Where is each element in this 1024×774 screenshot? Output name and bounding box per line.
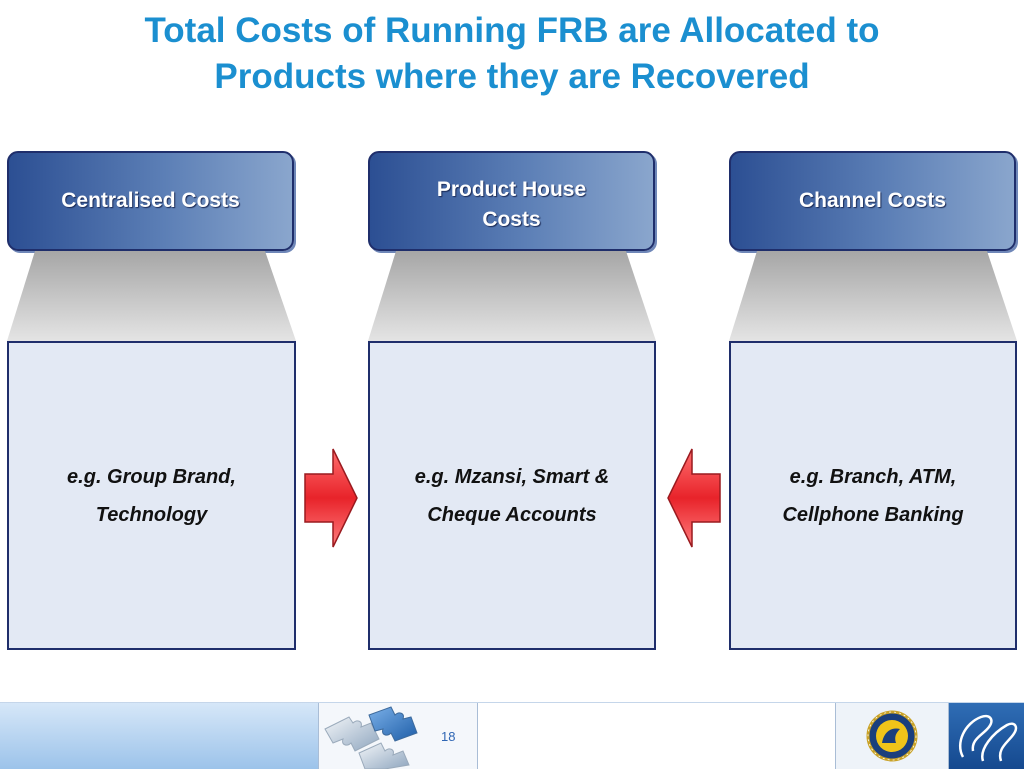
- product-house-costs-examples: e.g. Mzansi, Smart & Cheque Accounts: [407, 458, 618, 534]
- slide-title-line-1: Total Costs of Running FRB are Allocated…: [144, 11, 880, 50]
- puzzle-pieces-icon: [324, 706, 418, 770]
- product-house-costs-label-line-2: Costs: [482, 208, 541, 231]
- channel-costs-examples: e.g. Branch, ATM, Cellphone Banking: [774, 458, 971, 534]
- footer-logo-panel: [835, 703, 949, 769]
- centralised-costs-funnel: [7, 251, 296, 341]
- centralised-costs-examples: e.g. Group Brand, Technology: [59, 458, 244, 534]
- channel-costs-examples-line-2: Cellphone Banking: [782, 503, 964, 526]
- footer-puzzle-panel: [318, 703, 478, 770]
- centralised-costs-examples-line-2: Technology: [95, 503, 208, 526]
- slide-footer: [0, 702, 1024, 770]
- channel-costs-label: Channel Costs: [798, 189, 947, 212]
- slide-title-line-2: Products where they are Recovered: [214, 57, 810, 96]
- product-house-costs-funnel: [368, 251, 656, 341]
- channel-costs-examples-line-1: e.g. Branch, ATM,: [789, 465, 957, 488]
- footer-swirl-panel: [949, 703, 1024, 769]
- product-house-costs-examples-line-2: Cheque Accounts: [427, 503, 597, 526]
- centralised-costs-examples-line-1: e.g. Group Brand,: [67, 465, 236, 488]
- product-house-costs-examples-line-1: e.g. Mzansi, Smart &: [414, 465, 610, 488]
- slide-title: Total Costs of Running FRB are Allocated…: [0, 8, 1024, 100]
- arrow-right-icon: [304, 448, 358, 548]
- product-house-costs-examples-box: e.g. Mzansi, Smart & Cheque Accounts: [368, 341, 656, 650]
- product-house-costs-header: Product House Costs: [368, 151, 655, 251]
- centralised-costs-label: Centralised Costs: [61, 189, 240, 212]
- centralised-costs-examples-box: e.g. Group Brand, Technology: [7, 341, 296, 650]
- product-house-costs-label-line-1: Product House: [436, 178, 587, 201]
- channel-costs-header: Channel Costs: [729, 151, 1016, 251]
- arrow-left-icon: [667, 448, 721, 548]
- firstrand-emblem-icon: [866, 710, 918, 762]
- channel-costs-funnel: [729, 251, 1017, 341]
- swirl-logo-icon: [958, 714, 1018, 762]
- footer-band: [0, 703, 318, 769]
- product-house-costs-label: Product House Costs: [412, 175, 612, 235]
- centralised-costs-header: Centralised Costs: [7, 151, 294, 251]
- channel-costs-examples-box: e.g. Branch, ATM, Cellphone Banking: [729, 341, 1017, 650]
- page-number: 18: [441, 729, 456, 744]
- footer-blank-panel: [478, 703, 835, 769]
